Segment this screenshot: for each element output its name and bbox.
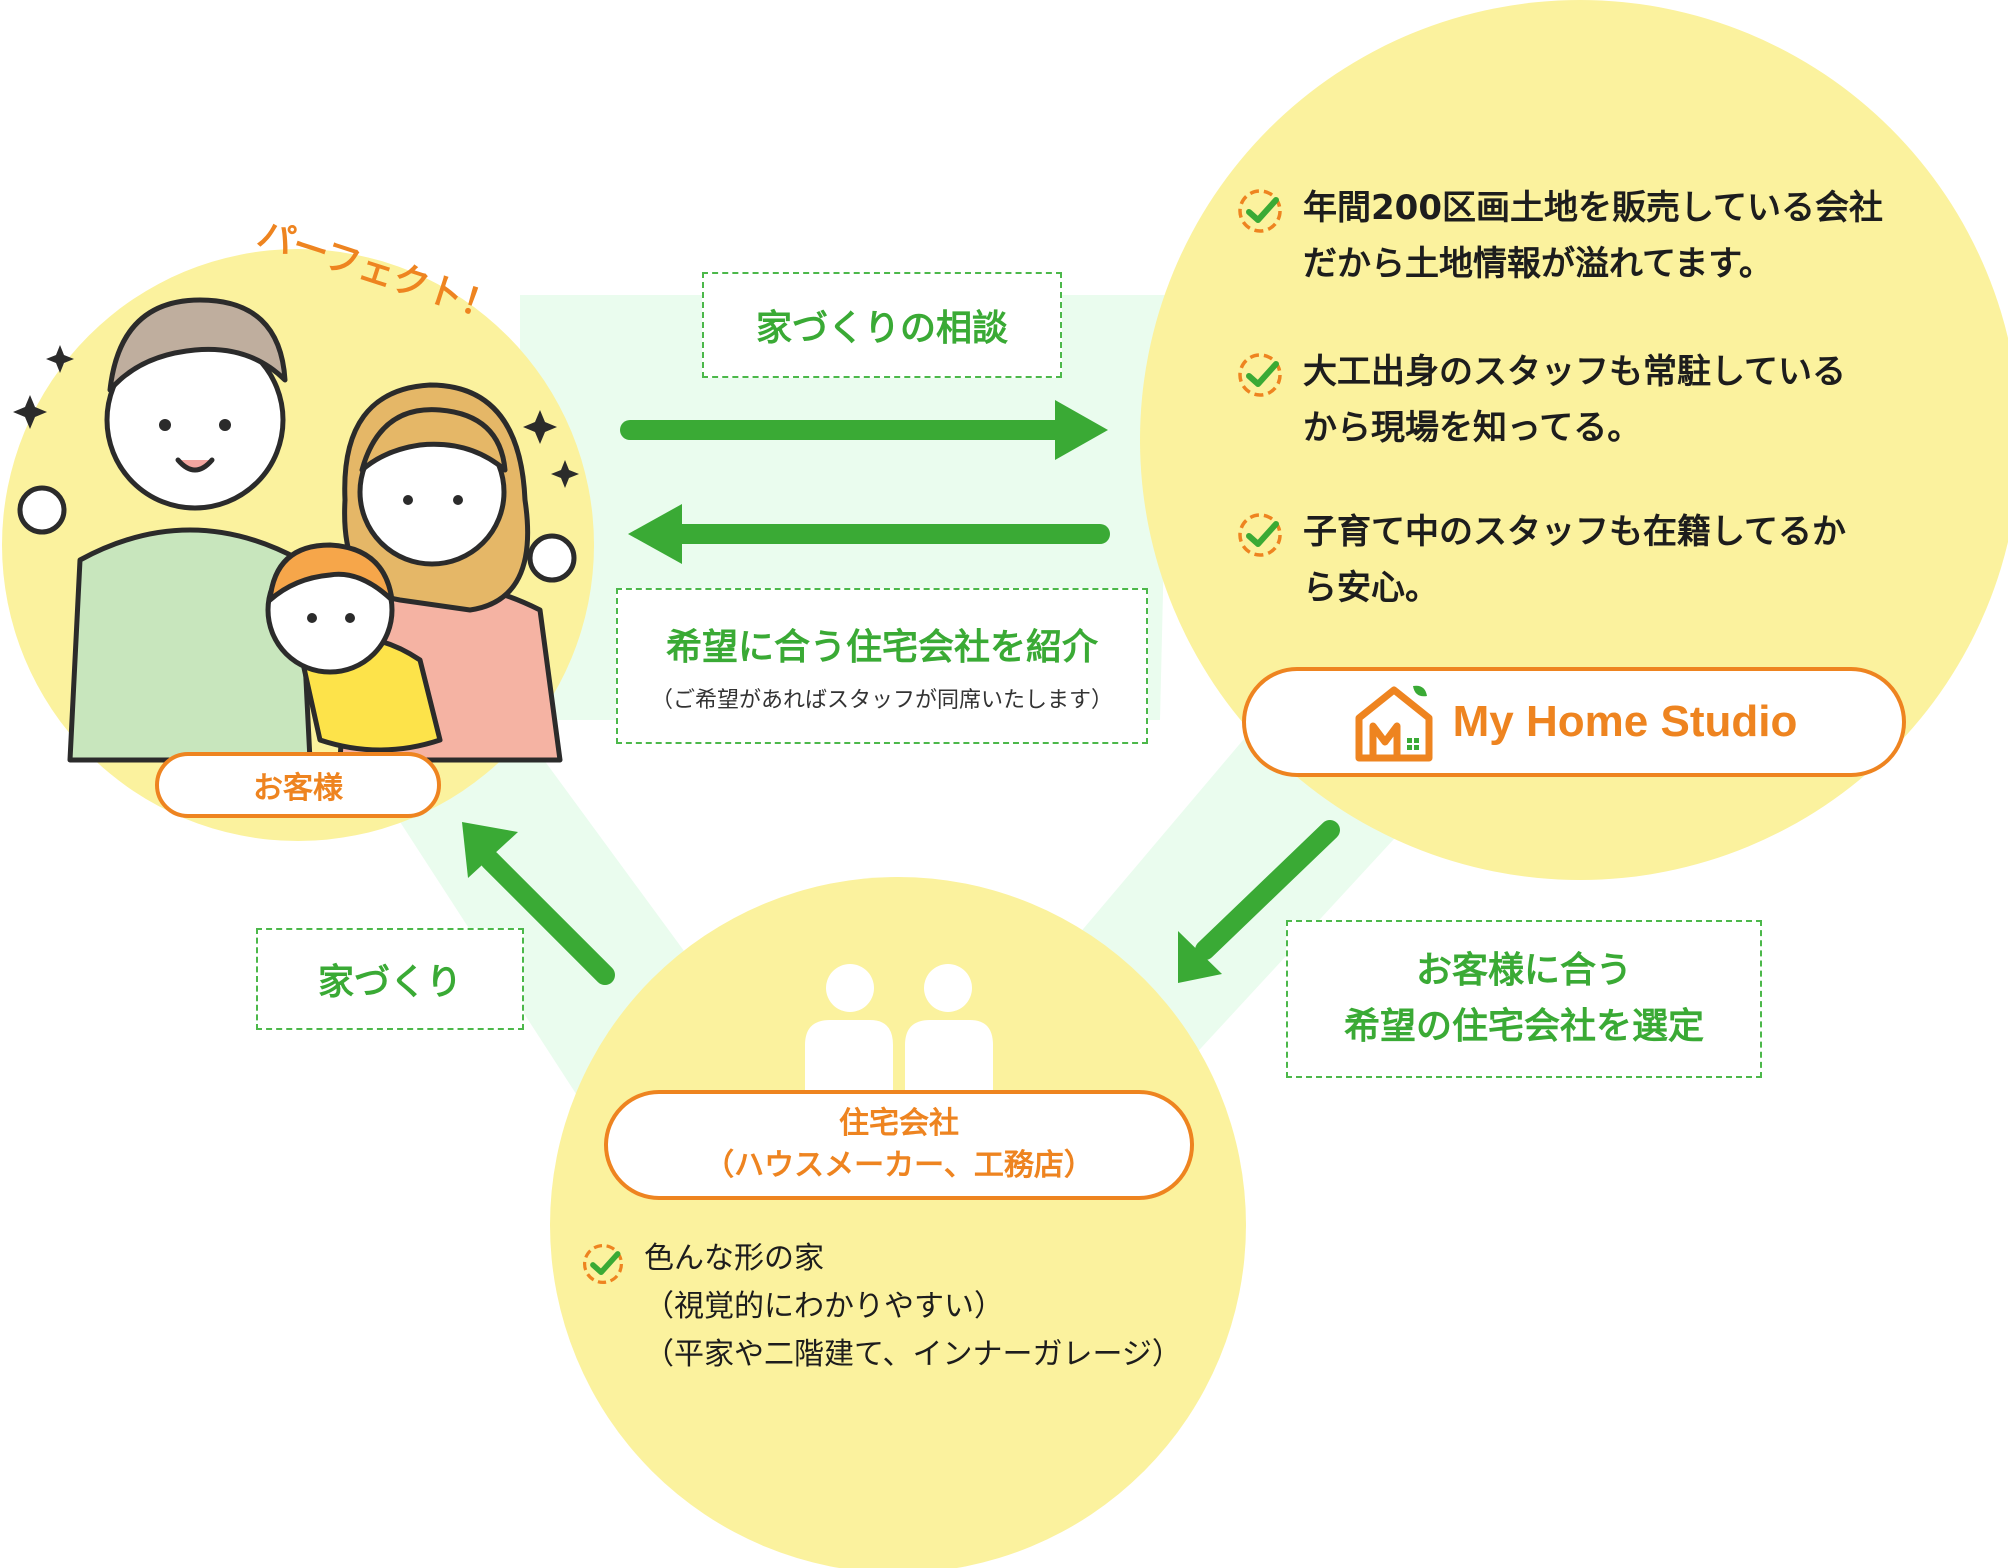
people-icon [805, 964, 993, 1090]
studio-feature-3: 子育て中のスタッフも在籍してるか ら安心。 [1235, 504, 1846, 616]
arrow-introduce [628, 504, 1110, 564]
studio-brand-text: My Home Studio [1452, 697, 1798, 746]
house-logo-icon [1355, 685, 1433, 762]
introduce-label: 希望に合う住宅会社を紹介 （ご希望があればスタッフが同席いたします） [616, 588, 1148, 744]
sparkle-icons [13, 345, 579, 488]
customer-label-text: お客様 [253, 771, 343, 806]
introduce-note-text: （ご希望があればスタッフが同席いたします） [650, 688, 1113, 713]
studio-feature-1: 年間200区画土地を販売している会社 だから土地情報が溢れてます。 [1235, 180, 1883, 292]
introduce-label-text: 希望に合う住宅会社を紹介 [665, 627, 1098, 668]
studio-feature-2: 大工出身のスタッフも常駐している から現場を知ってる。 [1235, 344, 1846, 456]
check-icon [582, 1243, 624, 1285]
house-company-label-line2: （ハウスメーカー、工務店） [704, 1148, 1094, 1183]
house-company-circle [550, 877, 1246, 1568]
check-icon [1238, 189, 1282, 233]
family-illustration [17, 297, 577, 763]
studio-feature-text: 大工出身のスタッフも常駐している から現場を知ってる。 [1303, 352, 1846, 448]
studio-feature-text: 年間200区画土地を販売している会社 だから土地情報が溢れてます。 [1303, 188, 1883, 284]
build-label-text: 家づくり [317, 962, 462, 1003]
check-icon [1238, 353, 1282, 397]
house-company-feature-1: 色んな形の家 （視覚的にわかりやすい） （平家や二階建て、インナーガレージ） [580, 1235, 1182, 1379]
select-label: お客様に合う 希望の住宅会社を選定 [1286, 920, 1762, 1078]
select-label-line1: お客様に合う [1415, 950, 1632, 991]
studio-circle [1140, 0, 2008, 880]
select-label-line2: 希望の住宅会社を選定 [1343, 1006, 1704, 1047]
arrow-build [462, 822, 615, 985]
check-icon [1238, 513, 1282, 557]
house-company-label: 住宅会社 （ハウスメーカー、工務店） [604, 1090, 1194, 1200]
consult-label: 家づくりの相談 [702, 272, 1062, 378]
build-label: 家づくり [256, 928, 524, 1030]
studio-feature-text: 子育て中のスタッフも在籍してるか ら安心。 [1303, 512, 1846, 608]
consult-label-text: 家づくりの相談 [755, 308, 1008, 349]
arrow-select [1178, 820, 1340, 983]
studio-brand-label: My Home Studio [1242, 667, 1906, 777]
house-company-label-line1: 住宅会社 [839, 1106, 959, 1141]
house-company-feature-text: 色んな形の家 （視覚的にわかりやすい） （平家や二階建て、インナーガレージ） [644, 1241, 1182, 1372]
customer-label: お客様 [155, 752, 441, 818]
arrow-consult [620, 400, 1108, 460]
